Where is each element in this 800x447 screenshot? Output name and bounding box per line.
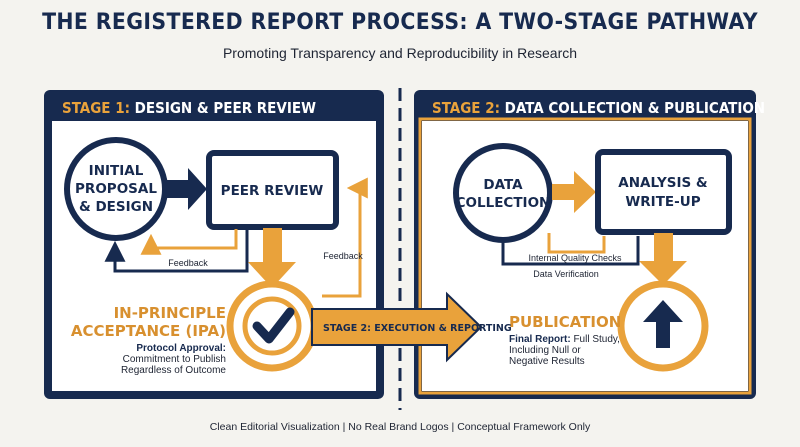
data-verification-label: Data Verification [533,269,599,279]
stage2-name: DATA COLLECTION & PUBLICATION [500,99,765,117]
publication-heading: PUBLICATION [509,313,621,331]
inner-feedback-loop [140,229,238,255]
stage2-number: STAGE 2: [432,99,500,117]
review-to-ipa-arrow [248,228,296,288]
ipa-check-icon [226,280,318,372]
publication-note-line-2: Including Null or [509,345,581,356]
quality-check-loop [501,236,640,266]
analysis-line-2: WRITE-UP [625,194,700,210]
ipa-heading-line-2: ACCEPTANCE (IPA) [71,322,226,340]
feedback-right-label: Feedback [323,251,363,261]
page-title: THE REGISTERED REPORT PROCESS: A TWO-STA… [42,10,758,35]
stage1-header: STAGE 1: DESIGN & PEER REVIEW [62,99,316,117]
ipa-note-line-2: Regardless of Outcome [121,365,226,376]
quality-checks-label: Internal Quality Checks [528,253,622,263]
transition-banner-label: STAGE 2: EXECUTION & REPORTING [323,323,512,334]
proposal-line-3: & DESIGN [79,199,153,215]
stage2-panel: STAGE 2: DATA COLLECTION & PUBLICATION D… [414,90,765,399]
proposal-to-review-arrow [167,168,207,210]
publication-note-first: Final Report: Full Study, [509,334,620,345]
verification-loop [547,233,606,254]
right-feedback-loop [322,177,368,298]
footer-note: Clean Editorial Visualization | No Real … [209,421,591,433]
peer-review-node: PEER REVIEW [206,150,339,230]
peer-review-label: PEER REVIEW [221,183,324,199]
data-to-analysis-arrow [552,171,596,213]
page-subtitle: Promoting Transparency and Reproducibili… [222,45,578,61]
proposal-line-1: INITIAL [89,163,144,179]
data-collection-line-1: DATA [483,177,523,193]
publication-note-rest: Full Study, [571,334,620,345]
analysis-line-1: ANALYSIS & [618,175,708,191]
outer-feedback-loop [104,229,249,273]
publication-note-line-3: Negative Results [509,356,585,367]
data-collection-node: DATA COLLECTION [453,143,553,243]
stage1-name: DESIGN & PEER REVIEW [130,99,316,117]
publication-upload-icon [617,280,709,372]
feedback-left-label: Feedback [168,258,208,268]
publication-note-bold: Final Report: [509,334,571,345]
ipa-note-bold: Protocol Approval: [136,343,226,354]
analysis-node: ANALYSIS & WRITE-UP [595,149,732,235]
initial-proposal-node: INITIAL PROPOSAL & DESIGN [64,137,168,241]
ipa-heading-line-1: IN-PRINCIPLE [114,304,226,322]
data-collection-line-2: COLLECTION [456,195,551,211]
analysis-to-publication-arrow [639,233,687,285]
stage2-header: STAGE 2: DATA COLLECTION & PUBLICATION [432,99,765,117]
stage1-panel: STAGE 1: DESIGN & PEER REVIEW INITIAL PR… [44,90,384,399]
stage-transition-arrow: STAGE 2: EXECUTION & REPORTING [311,291,512,363]
proposal-line-2: PROPOSAL [75,181,157,197]
stage1-number: STAGE 1: [62,99,130,117]
ipa-note-line-1: Commitment to Publish [123,354,226,365]
